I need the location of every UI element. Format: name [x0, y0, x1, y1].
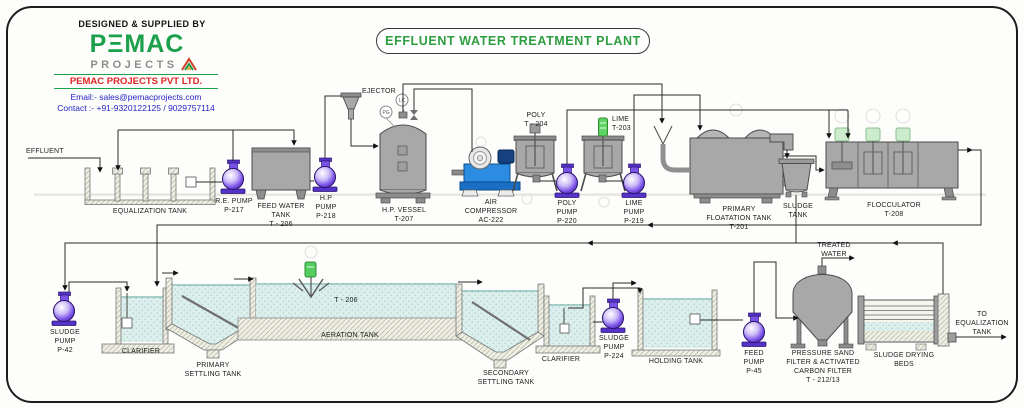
to-equalization-tank-label: TO EQUALIZATION TANK [955, 311, 1009, 337]
lime-tank-label: LIME T-203 [612, 116, 631, 133]
holding-tank-label: HOLDING TANK [648, 358, 704, 365]
hp-vessel-label: H.P. VESSEL T-207 [381, 207, 427, 224]
pemac-logo-subtext: PROJECTS [90, 59, 178, 71]
flocculator-label: FLOCCULATOR T-208 [867, 202, 921, 219]
sludge-pump-p224-label: SLUDGE PUMP P-224 [599, 335, 629, 361]
company-name: PEMAC PROJECTS PVT LTD. [54, 74, 218, 89]
poly-tank-label: POLY T - 204 [524, 112, 548, 129]
company-email: Email:- sales@pemacprojects.com [70, 92, 202, 102]
lime-pump-label: LIME PUMP P-219 [623, 200, 645, 226]
sand-filter-label: PRESSURE SAND FILTER & ACTIVATED CARBON … [786, 350, 860, 385]
aeration-tank-tag: T - 206 [334, 297, 358, 304]
air-compressor-label: AIR COMPRESSOR AC-222 [464, 199, 518, 225]
clarifier-2-label: CLARIFIER [541, 356, 581, 363]
poly-pump-label: POLY PUMP P-220 [556, 200, 578, 226]
primary-settling-tank-label: PRIMARY SETTLING TANK [184, 362, 242, 379]
pemac-logo-chevron-icon [180, 57, 198, 76]
feed-pump-label: FEED PUMP P-45 [743, 350, 765, 376]
clarifier-1-label: CLARIFIER [121, 348, 161, 355]
diagram-border-frame [6, 6, 1018, 403]
aeration-tank-label: AERATION TANK [321, 332, 379, 339]
effluent-label: EFFLUENT [26, 148, 64, 155]
diagram-title: EFFLUENT WATER TREATMENT PLANT [376, 28, 650, 54]
sludge-pump-p42-label: SLUDGE PUMP P-42 [50, 329, 80, 355]
treated-water-label: TREATED WATER [817, 242, 851, 259]
sludge-tank-label: SLUDGE TANK [783, 203, 813, 220]
hp-pump-label: H.P PUMP P-218 [315, 195, 337, 221]
secondary-settling-tank-label: SECONDARY SETTLING TANK [477, 370, 535, 387]
equalization-tank-label: EQUALIZATION TANK [112, 208, 188, 215]
sludge-drying-beds-label: SLUDGE DRYING BEDS [873, 352, 935, 369]
pemac-logo-text: PΞMAC [89, 30, 185, 58]
designed-by-text: DESIGNED & SUPPLIED BY [78, 19, 206, 29]
company-contact: Contact :- +91-9320122125 / 9029757114 [57, 103, 215, 113]
ejector-label: EJECTOR [362, 88, 396, 95]
